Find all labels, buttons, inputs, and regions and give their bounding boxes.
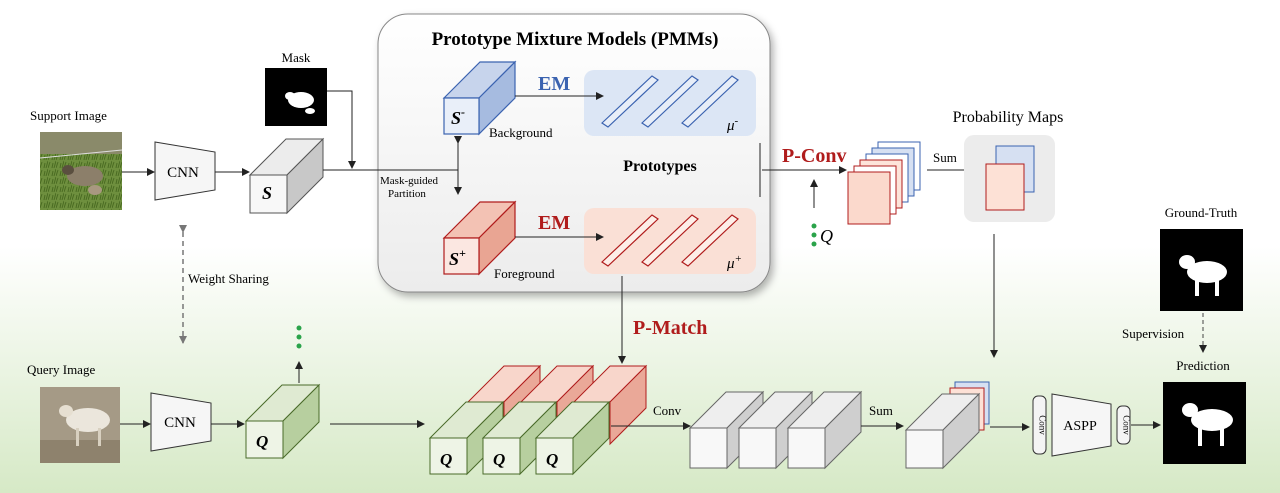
s-plus-feature-cube bbox=[442, 200, 517, 276]
background-label: Background bbox=[489, 125, 553, 140]
conv-small-label-1: Conv bbox=[1038, 415, 1048, 435]
background-prototype-bars bbox=[601, 75, 739, 128]
fg-prototype-bar-2 bbox=[641, 214, 699, 267]
aspp-block bbox=[1051, 393, 1112, 457]
q2-label: Q bbox=[493, 450, 505, 469]
cnn-top-block bbox=[154, 141, 216, 201]
prediction-label: Prediction bbox=[1176, 358, 1230, 373]
q-pconv-label: Q bbox=[820, 226, 833, 246]
cnn-bottom-block bbox=[150, 392, 212, 452]
partition-label: Partition bbox=[388, 188, 426, 200]
p-conv-label: P-Conv bbox=[782, 145, 846, 167]
support-image-label: Support Image bbox=[30, 108, 107, 123]
s-feature-cube bbox=[248, 137, 325, 215]
conv-label: Conv bbox=[653, 403, 682, 418]
s-minus-label: S- bbox=[451, 105, 465, 128]
ground-truth-image bbox=[1160, 229, 1243, 311]
query-image bbox=[40, 387, 120, 463]
q3-label: Q bbox=[546, 450, 558, 469]
matched-feature-cubes bbox=[428, 364, 648, 476]
mask-arrow bbox=[327, 90, 356, 169]
em-top-label: EM bbox=[538, 73, 570, 95]
sum-bottom-label: Sum bbox=[869, 403, 893, 418]
aspp-label: ASPP bbox=[1063, 419, 1097, 434]
probability-map-foreground bbox=[985, 163, 1025, 211]
mask-guided-label: Mask-guided bbox=[380, 175, 439, 187]
q-ellipsis-dots bbox=[811, 223, 817, 247]
em-bottom-label: EM bbox=[538, 212, 570, 234]
p-match-label: P-Match bbox=[633, 317, 707, 339]
fg-prototype-bar-1 bbox=[601, 214, 659, 267]
s-minus-feature-cube bbox=[442, 60, 517, 136]
supervision-label: Supervision bbox=[1122, 326, 1185, 341]
q-feature-cube bbox=[244, 383, 321, 460]
bg-prototype-bar-3 bbox=[681, 75, 739, 128]
weight-sharing-label: Weight Sharing bbox=[188, 271, 269, 286]
prediction-image bbox=[1163, 382, 1246, 464]
bg-prototype-bar-2 bbox=[641, 75, 699, 128]
mask-image bbox=[265, 68, 327, 126]
q-up-dots bbox=[296, 325, 302, 349]
query-image-label: Query Image bbox=[27, 362, 95, 377]
conv-small-block-2 bbox=[1116, 405, 1131, 445]
mu-minus-label: μ- bbox=[726, 115, 739, 134]
probability-maps-label: Probability Maps bbox=[953, 109, 1064, 126]
mask-label: Mask bbox=[282, 50, 311, 65]
conv-small-label-2: Conv bbox=[1122, 415, 1132, 435]
fg-prototype-bar-3 bbox=[681, 214, 739, 267]
s-plus-label: S+ bbox=[449, 246, 466, 269]
q1-label: Q bbox=[440, 450, 452, 469]
mu-plus-label: μ+ bbox=[726, 253, 742, 272]
pmm-title: Prototype Mixture Models (PMMs) bbox=[432, 29, 719, 50]
sum-top-label: Sum bbox=[933, 150, 957, 165]
ground-truth-label: Ground-Truth bbox=[1165, 205, 1238, 220]
bg-prototype-bar-1 bbox=[601, 75, 659, 128]
cnn-top-label: CNN bbox=[167, 165, 199, 181]
conv-small-block-1 bbox=[1032, 395, 1047, 455]
foreground-prototype-bars bbox=[601, 214, 739, 267]
s-label: S bbox=[262, 183, 272, 203]
foreground-label: Foreground bbox=[494, 266, 555, 281]
probability-map-stack bbox=[847, 141, 921, 225]
conv-feature-cubes bbox=[688, 390, 863, 470]
cnn-bottom-label: CNN bbox=[164, 415, 196, 431]
fused-feature-cube bbox=[904, 381, 990, 470]
prototypes-label: Prototypes bbox=[623, 158, 696, 175]
q-query-label: Q bbox=[256, 432, 268, 451]
support-image bbox=[39, 132, 123, 210]
